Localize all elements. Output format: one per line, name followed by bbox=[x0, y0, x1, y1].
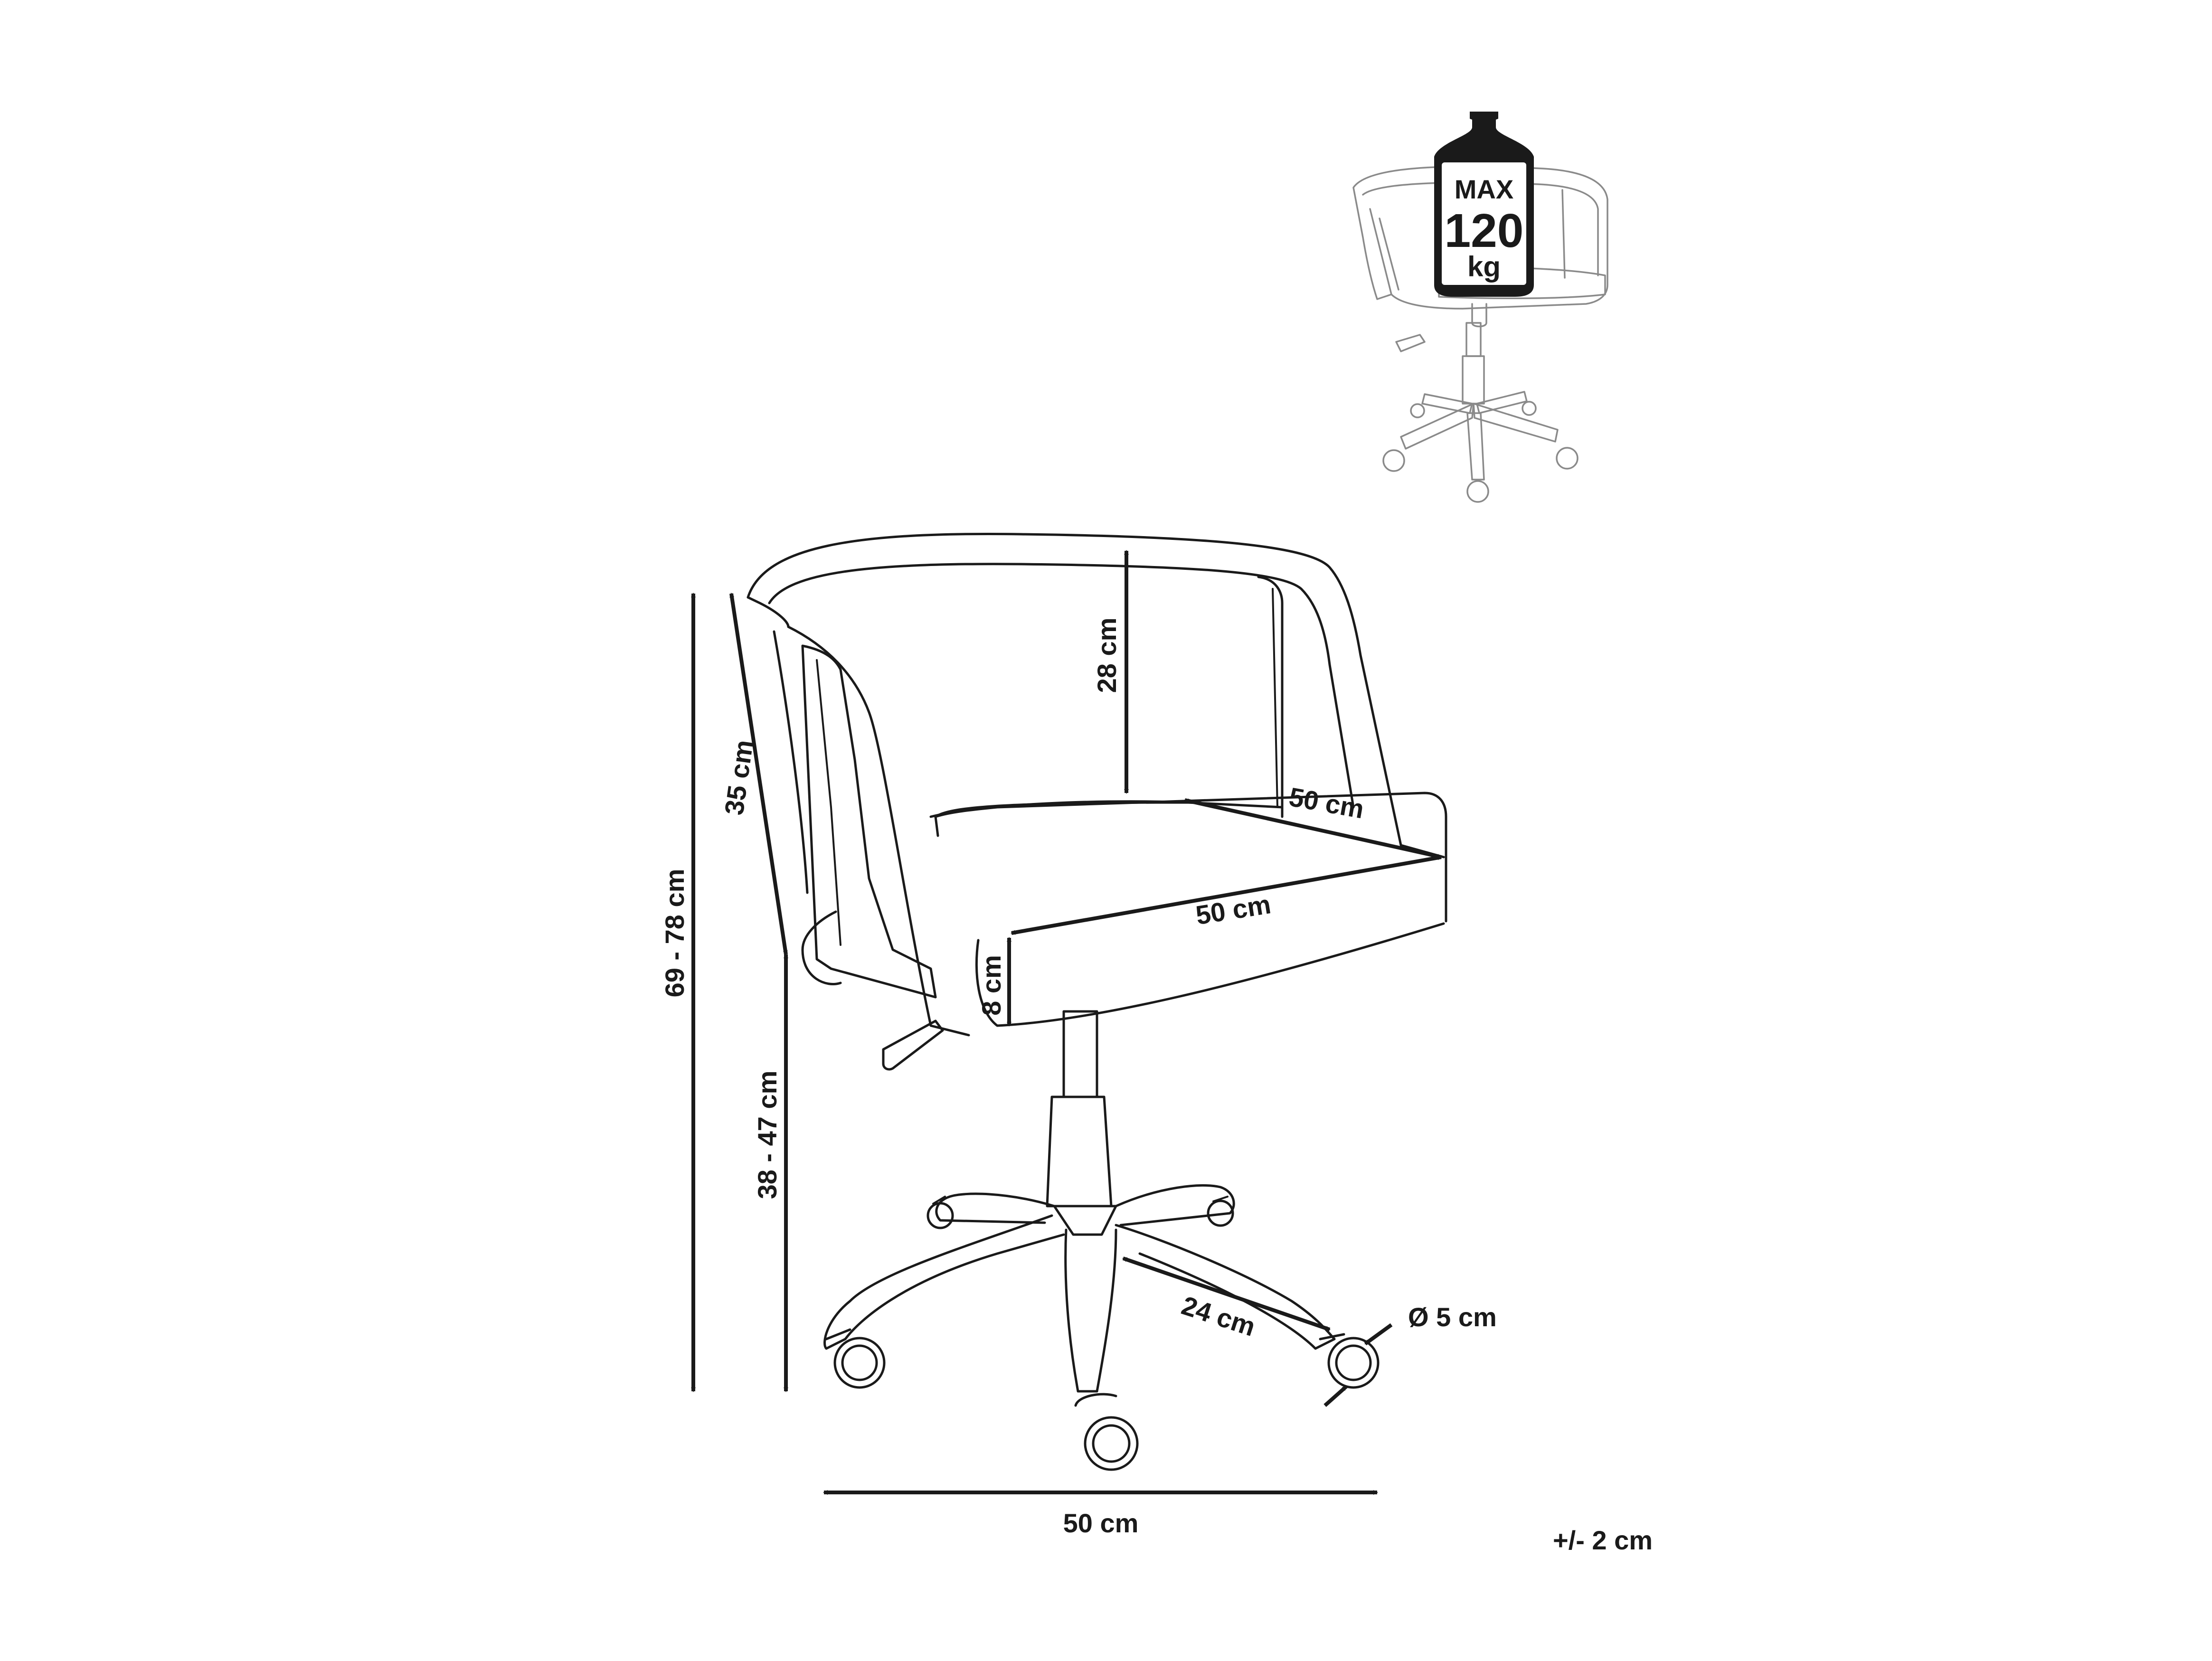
dim-base-width: 50 cm bbox=[1063, 1508, 1139, 1538]
wheel-right bbox=[1319, 1333, 1380, 1389]
dim-seat-height: 38 - 47 cm bbox=[752, 1071, 782, 1199]
dim-base-radius: 24 cm bbox=[1178, 1290, 1259, 1342]
max-label: MAX bbox=[1455, 174, 1513, 204]
dimension-lines bbox=[691, 550, 1442, 1495]
dim-total-height: 69 - 78 cm bbox=[660, 869, 690, 998]
dim-backrest-height: 28 cm bbox=[1092, 618, 1122, 693]
wheel-back-left bbox=[926, 1196, 954, 1229]
tolerance-note: +/- 2 cm bbox=[1553, 1525, 1653, 1555]
max-load-badge: MAX 120 kg bbox=[1434, 112, 1534, 297]
dim-seat-width: 50 cm bbox=[1194, 889, 1273, 930]
wheel-front bbox=[1074, 1393, 1139, 1471]
max-load-unit: kg bbox=[1467, 251, 1501, 283]
max-load-value: 120 bbox=[1445, 204, 1524, 257]
dim-seat-depth: 50 cm bbox=[1287, 782, 1366, 824]
dim-wheel-diameter: Ø 5 cm bbox=[1408, 1302, 1497, 1332]
wheel-back-right bbox=[1207, 1196, 1234, 1227]
main-chair-illustration bbox=[747, 532, 1447, 1471]
wheel-left bbox=[825, 1328, 886, 1389]
dim-armrest-height: 35 cm bbox=[718, 738, 758, 817]
dim-seat-thickness: 8 cm bbox=[976, 955, 1006, 1016]
